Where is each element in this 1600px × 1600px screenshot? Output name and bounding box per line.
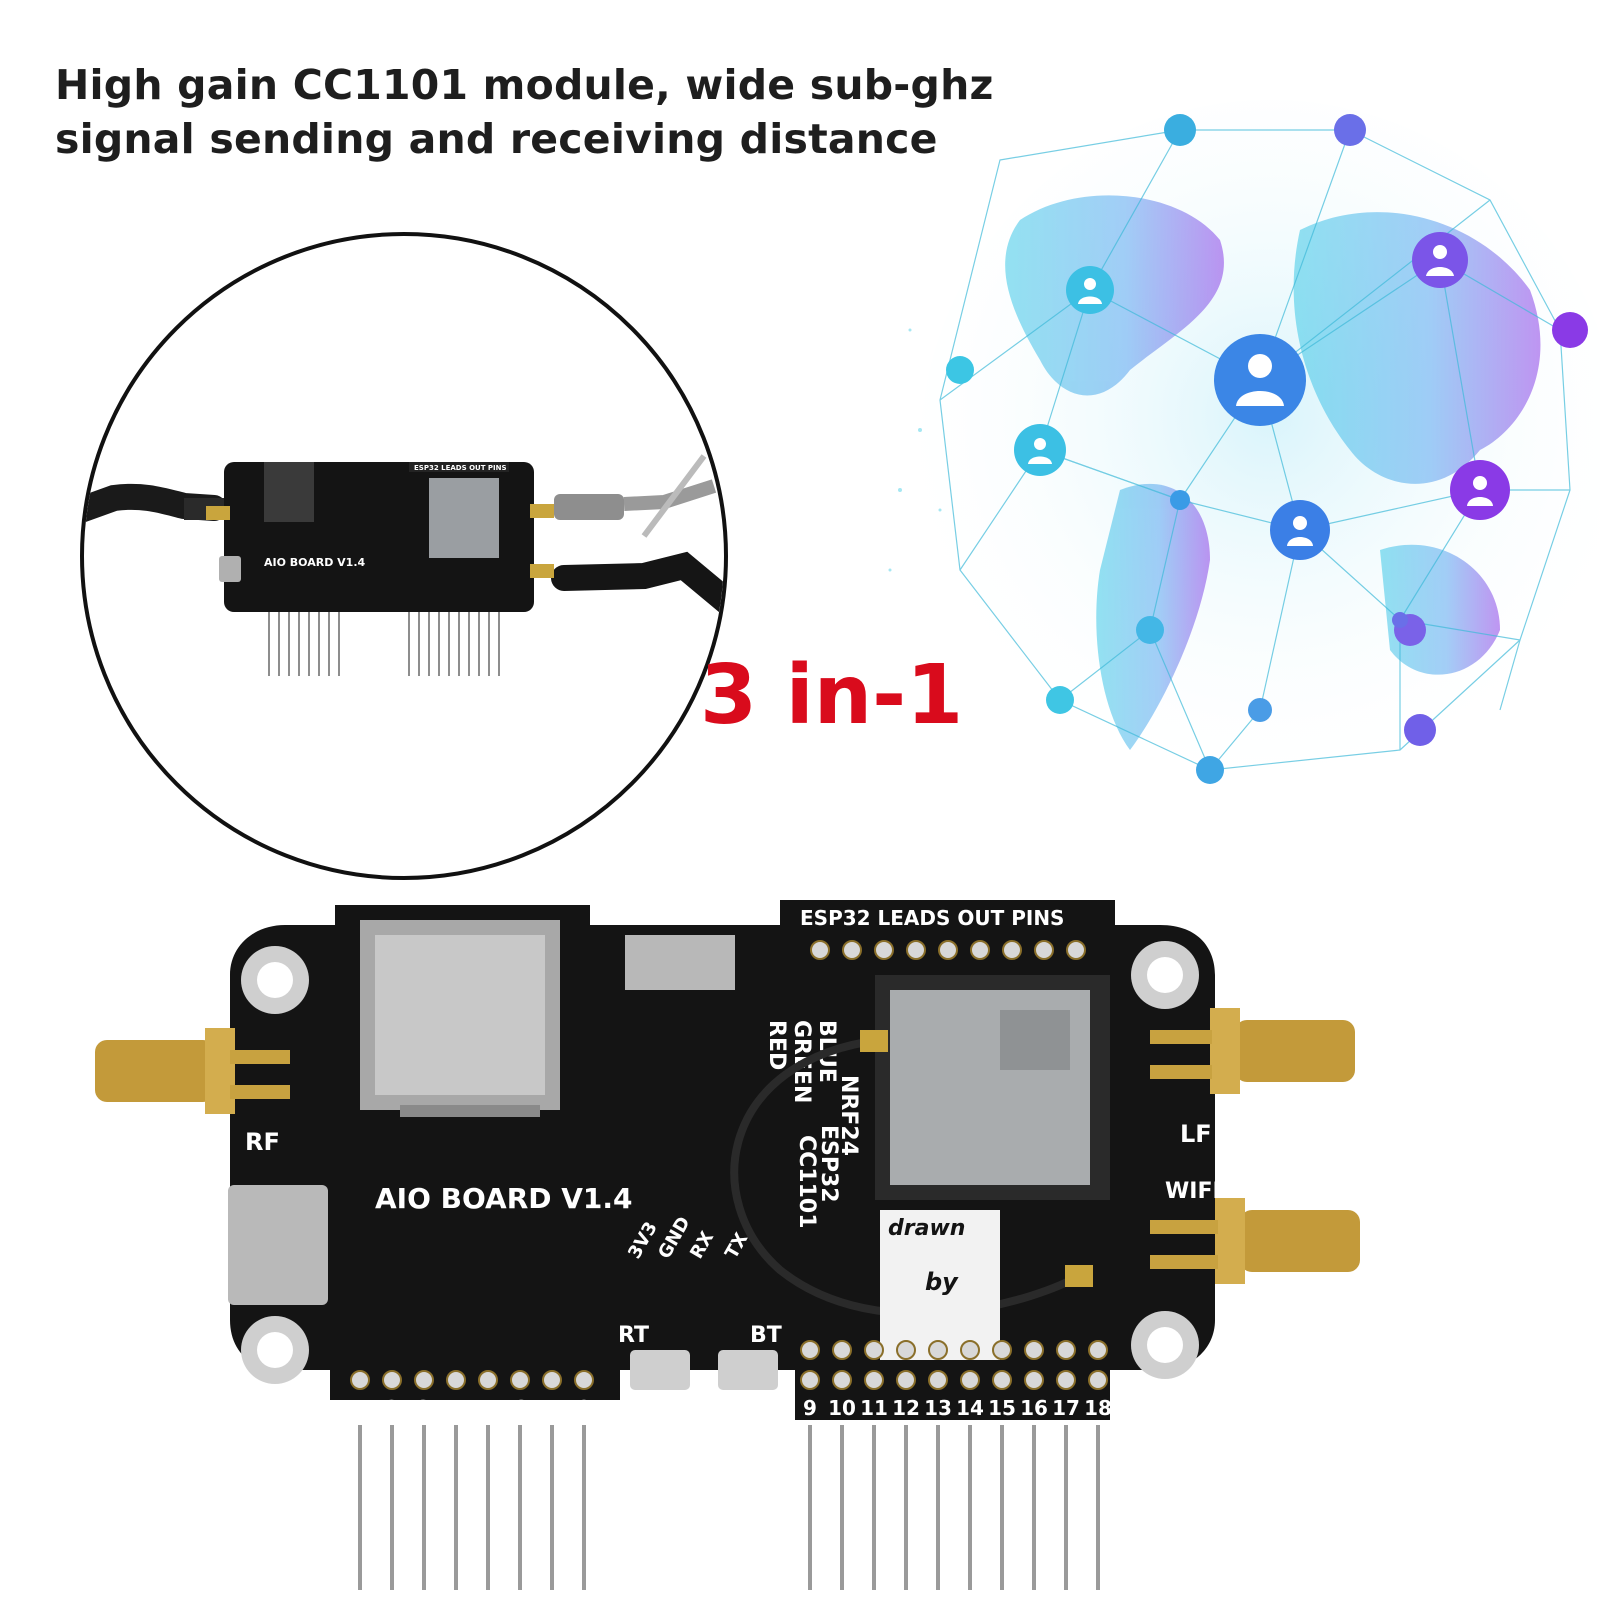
top-header-pads [810, 940, 1086, 960]
pin-label-5: 5 [481, 1396, 495, 1420]
right-header-pads [800, 1340, 1108, 1390]
continents [1005, 195, 1541, 750]
headline-line-1: High gain CC1101 module, wide sub-ghz [55, 61, 994, 109]
power-switch [625, 935, 735, 990]
pin-label-12: 12 [892, 1396, 920, 1420]
pin-label-10: 10 [828, 1396, 856, 1420]
pin-label-13: 13 [924, 1396, 952, 1420]
inset-board-title: AIO BOARD V1.4 [264, 556, 366, 569]
pin-label-6: 6 [513, 1396, 527, 1420]
antenna-pigtail-cable [730, 1036, 1083, 1318]
brand-line-2: by [925, 1268, 959, 1296]
three-in-one-label: 3 in-1 [700, 648, 964, 743]
inset-board-photo: ESP32 LEADS OUT PINS AIO BOARD V1.4 [84, 454, 724, 676]
boot-button [718, 1350, 778, 1390]
lf-label: LF [1180, 1120, 1212, 1148]
pin-label-8: 8 [577, 1396, 591, 1420]
header-pins [358, 1425, 1100, 1590]
mounting-holes [241, 941, 1199, 1384]
pin-label-7: 7 [545, 1396, 559, 1420]
particle-dots [888, 328, 942, 572]
esp32-label: ESP32 [816, 1125, 841, 1203]
rt-label: RT [618, 1323, 649, 1348]
usb-c-port [228, 1185, 328, 1305]
left-header-pads [350, 1370, 594, 1390]
pin-label-9: 9 [803, 1396, 817, 1420]
headline: High gain CC1101 module, wide sub-ghz si… [55, 58, 1055, 166]
pin-label-16: 16 [1020, 1396, 1048, 1420]
board-closeup-inset: ESP32 LEADS OUT PINS AIO BOARD V1.4 [80, 232, 728, 880]
rf-label: RF [245, 1128, 280, 1156]
pin-label-4: 4 [449, 1396, 463, 1420]
sma-connector-rf [95, 1028, 290, 1114]
sma-connector-wifi [1150, 1198, 1360, 1284]
nrf24-label: NRF24 [836, 1075, 861, 1156]
pin-label-1: 1 [353, 1396, 367, 1420]
brand-line-1: drawn [888, 1216, 965, 1241]
pin-label-14: 14 [956, 1396, 984, 1420]
led-red-label: RED [764, 1020, 789, 1070]
pin-label-11: 11 [860, 1396, 888, 1420]
pin-label-15: 15 [988, 1396, 1016, 1420]
wifi-label: WIFI [1165, 1179, 1221, 1204]
pin-label-17: 17 [1052, 1396, 1080, 1420]
esp32-module [875, 975, 1110, 1200]
sma-connector-lf [1150, 1008, 1355, 1094]
cc1101-label: CC1101 [794, 1135, 819, 1229]
brand-sticker [880, 1210, 1000, 1360]
esp32-pins-label: ESP32 LEADS OUT PINS [800, 906, 1064, 930]
aio-board-photo: ESP32 LEADS OUT PINS RED GREEN BLUE NRF2… [95, 900, 1360, 1590]
pin-label-2: 2 [385, 1396, 399, 1420]
network-globe-illustration [888, 100, 1600, 800]
user-icons [1028, 245, 1493, 546]
sd-card-slot [360, 920, 560, 1117]
reset-button [630, 1350, 690, 1390]
headline-line-2: signal sending and receiving distance [55, 115, 938, 163]
board-title: AIO BOARD V1.4 [375, 1182, 633, 1215]
bt-label: BT [750, 1323, 782, 1348]
inset-header-label: ESP32 LEADS OUT PINS [414, 464, 507, 472]
pin-label-18: 18 [1084, 1396, 1112, 1420]
pin-label-3: 3 [417, 1396, 431, 1420]
